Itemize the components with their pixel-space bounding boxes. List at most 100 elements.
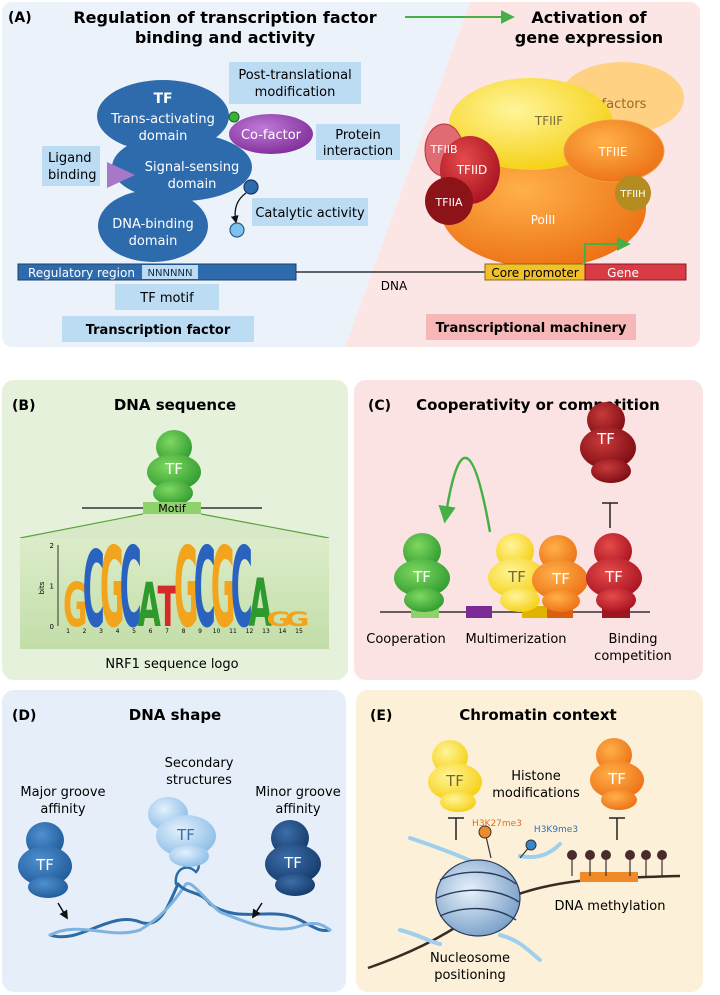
logo-position-label: 11: [229, 628, 237, 635]
catalytic-product: [229, 222, 245, 238]
binding-competition-label-1: Binding: [608, 632, 657, 647]
logo-letter: A: [249, 565, 272, 642]
logo-letter: A: [138, 571, 161, 641]
ptm-label-2: modification: [255, 85, 336, 100]
ptm-label-1: Post-translational: [238, 68, 351, 83]
tfiid-label: TFIID: [456, 163, 488, 177]
h3k27me3-label: H3K27me3: [472, 819, 522, 829]
tf-label-box: [62, 316, 254, 342]
dna-binding-domain: [98, 190, 208, 262]
tfiih-shape: [615, 175, 651, 211]
right-title-line-2: gene expression: [515, 28, 663, 47]
panel-a: (A) Regulation of transcription factor b…: [2, 2, 700, 347]
cooperation-label: Cooperation: [366, 632, 445, 647]
tf-green-label: TF: [164, 460, 183, 478]
logo-position-label: 3: [99, 628, 103, 635]
transcriptional-machinery-label: Transcriptional machinery: [436, 321, 627, 336]
multimerization-label: Multimerization: [465, 632, 566, 647]
logo-caption: NRF1 sequence logo: [105, 657, 238, 672]
logo-y-tick: 2: [50, 542, 54, 550]
logo-letter: C: [120, 525, 142, 653]
histone-tail-3: [398, 928, 442, 946]
logo-letter: G: [266, 608, 291, 631]
cofactor-label: Co-factor: [241, 128, 302, 143]
trans-activating-label-2: domain: [139, 129, 188, 144]
logo-y-tick: 0: [50, 623, 54, 631]
logo-letter: G: [63, 571, 88, 641]
methyl-mark: [585, 850, 595, 860]
tf-yellow-chromatin: TF: [428, 740, 482, 812]
signal-sensing-label-1: Signal-sensing: [145, 160, 240, 175]
major-groove-label-2: affinity: [40, 802, 85, 817]
catalytic-arrow: [230, 192, 247, 224]
tf-motif-box: [115, 284, 219, 310]
polii-label: PolII: [531, 213, 556, 227]
logo-position-label: 12: [246, 628, 254, 635]
nucleosome-label-1: Nucleosome: [430, 951, 510, 966]
methyl-mark: [625, 850, 635, 860]
tfiih-label: TFIIH: [619, 189, 645, 200]
tf-blue-major: TF: [18, 822, 72, 898]
logo-y-tick: 1: [50, 583, 54, 591]
tf-yellow-chromatin-label: TF: [445, 772, 464, 790]
tf-yellow: TF: [488, 533, 546, 612]
ptm-dot: [228, 111, 240, 123]
cooperation-arrow: [438, 456, 492, 533]
motif-label: Motif: [158, 502, 187, 515]
tf-green: TF: [147, 430, 201, 505]
gene-box: [584, 263, 687, 281]
catalytic-substrate: [243, 179, 259, 195]
dna-binding-label-2: domain: [129, 234, 178, 249]
tf-orange: TF: [532, 535, 588, 612]
nucleosome: [435, 859, 521, 937]
h3k9me3-mark: [525, 839, 537, 851]
logo-position-label: 7: [165, 628, 169, 635]
panel-b-letter: (B): [12, 398, 35, 414]
h3k9me3-label: H3K9me3: [534, 825, 578, 835]
motif-sequence: NNNNNN: [148, 268, 193, 279]
methyl-mark: [567, 850, 577, 860]
tf-light-blue-secondary: TF: [148, 797, 216, 867]
secondary-structures-label-1: Secondary: [165, 756, 234, 771]
tf-red-bound-label: TF: [604, 568, 623, 586]
logo-letter: T: [158, 576, 179, 639]
trans-activating-label-1: Trans-activating: [110, 112, 215, 127]
tf-protein: TF Trans-activating domain Signal-sensin…: [97, 80, 252, 262]
logo-position-label: 10: [213, 628, 221, 635]
logo-position-label: 5: [132, 628, 136, 635]
panel-e: (E) Chromatin context TF TF Histone modi…: [356, 690, 703, 992]
tf-green-cooperation-label: TF: [412, 568, 431, 586]
ligand-triangle: [107, 162, 135, 188]
left-title-line-1: Regulation of transcription factor: [73, 8, 376, 27]
tf-orange-chromatin-label: TF: [607, 770, 626, 788]
panel-e-letter: (E): [370, 708, 392, 724]
catalytic-box: [252, 198, 368, 226]
dna-binding-label-1: DNA-binding: [112, 217, 194, 232]
ligand-label-2: binding: [48, 168, 96, 183]
panel-d-title: DNA shape: [129, 706, 221, 724]
minor-groove-label-1: Minor groove: [255, 785, 340, 800]
dna-helix: [48, 851, 332, 939]
cofactor-shape: [229, 114, 313, 154]
logo-position-label: 15: [295, 628, 303, 635]
secondary-structures-label-2: structures: [166, 773, 232, 788]
tfiif-label: TFIIF: [534, 114, 563, 128]
left-title-line-2: binding and activity: [135, 28, 316, 47]
logo-letter: G: [211, 525, 236, 653]
transcription-start-arrow: [584, 237, 631, 264]
tfiia-label: TFIIA: [434, 196, 463, 209]
protein-interaction-box: [316, 124, 400, 160]
panel-c-letter: (C): [368, 398, 391, 414]
tf-red-bound: TF: [586, 533, 642, 612]
ligand-box: [42, 146, 100, 186]
panel-b: (B) DNA sequence TF Motif GCGCATGCGCAGG2…: [2, 380, 348, 680]
tfiie-shape: [563, 119, 665, 183]
minor-groove-arrow: [252, 902, 263, 919]
tf-light-blue-label: TF: [176, 826, 195, 844]
tf-orange-label: TF: [551, 570, 570, 588]
methyl-mark: [601, 850, 611, 860]
tfiib-label: TFIIB: [429, 143, 457, 156]
signal-sensing-label-2: domain: [168, 177, 217, 192]
panel-a-letter: (A): [8, 10, 32, 26]
